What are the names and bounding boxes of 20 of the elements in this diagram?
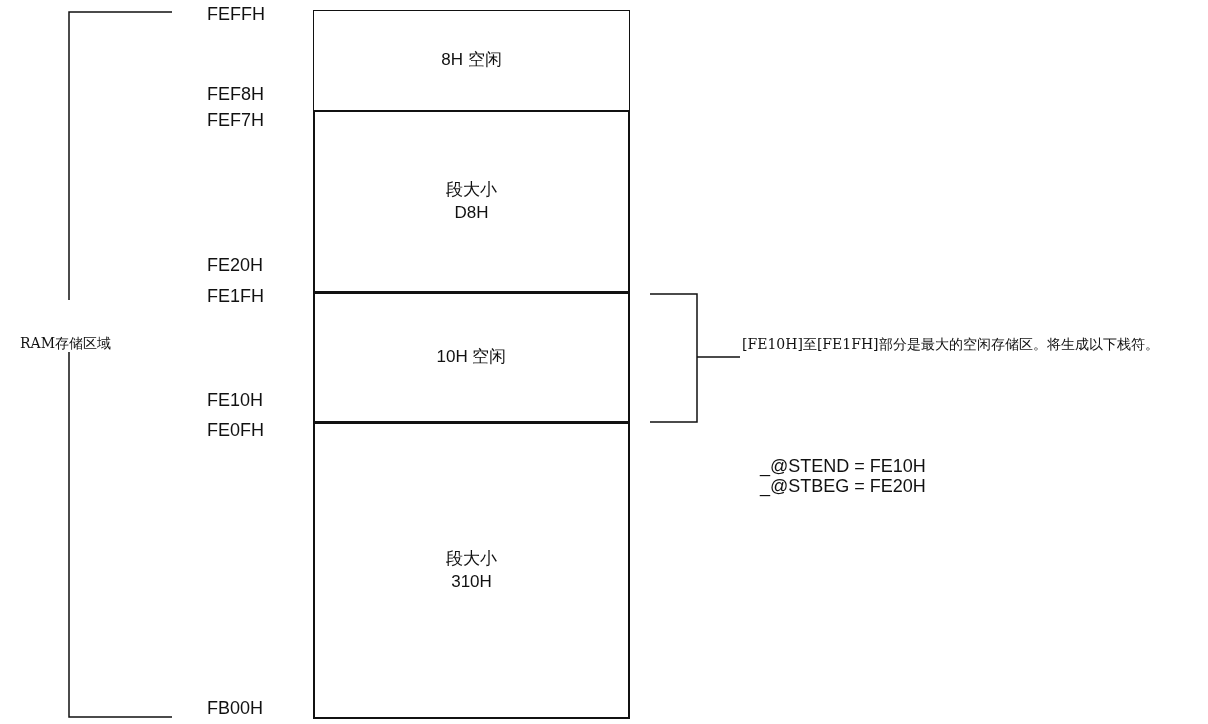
memory-block xyxy=(313,110,630,293)
block-label: 10H 空闲 xyxy=(436,346,507,369)
memory-block xyxy=(313,10,630,111)
region-label: RAM存储区域 xyxy=(20,335,111,353)
block-label: 8H 空闲 xyxy=(441,49,502,72)
address-label: FEFFH xyxy=(207,4,265,25)
address-label: FE1FH xyxy=(207,286,264,307)
address-label: FEF7H xyxy=(207,110,264,131)
address-label: FE10H xyxy=(207,390,264,411)
address-label: FB00H xyxy=(207,698,264,719)
memory-block xyxy=(313,422,630,719)
block-label: 段大小 310H xyxy=(445,548,498,593)
address-label: FEF8H xyxy=(207,84,264,105)
block-label: 段大小 D8H xyxy=(445,179,498,224)
symbol-text: _@STEND = FE10H xyxy=(760,456,926,477)
memory-block xyxy=(313,292,630,423)
address-label: FE0FH xyxy=(207,420,264,441)
symbol-text: _@STBEG = FE20H xyxy=(760,476,926,497)
note-text: [FE10H]至[FE1FH]部分是最大的空闲存储区。将生成以下栈符。 xyxy=(742,336,1160,353)
address-label: FE20H xyxy=(207,255,264,276)
